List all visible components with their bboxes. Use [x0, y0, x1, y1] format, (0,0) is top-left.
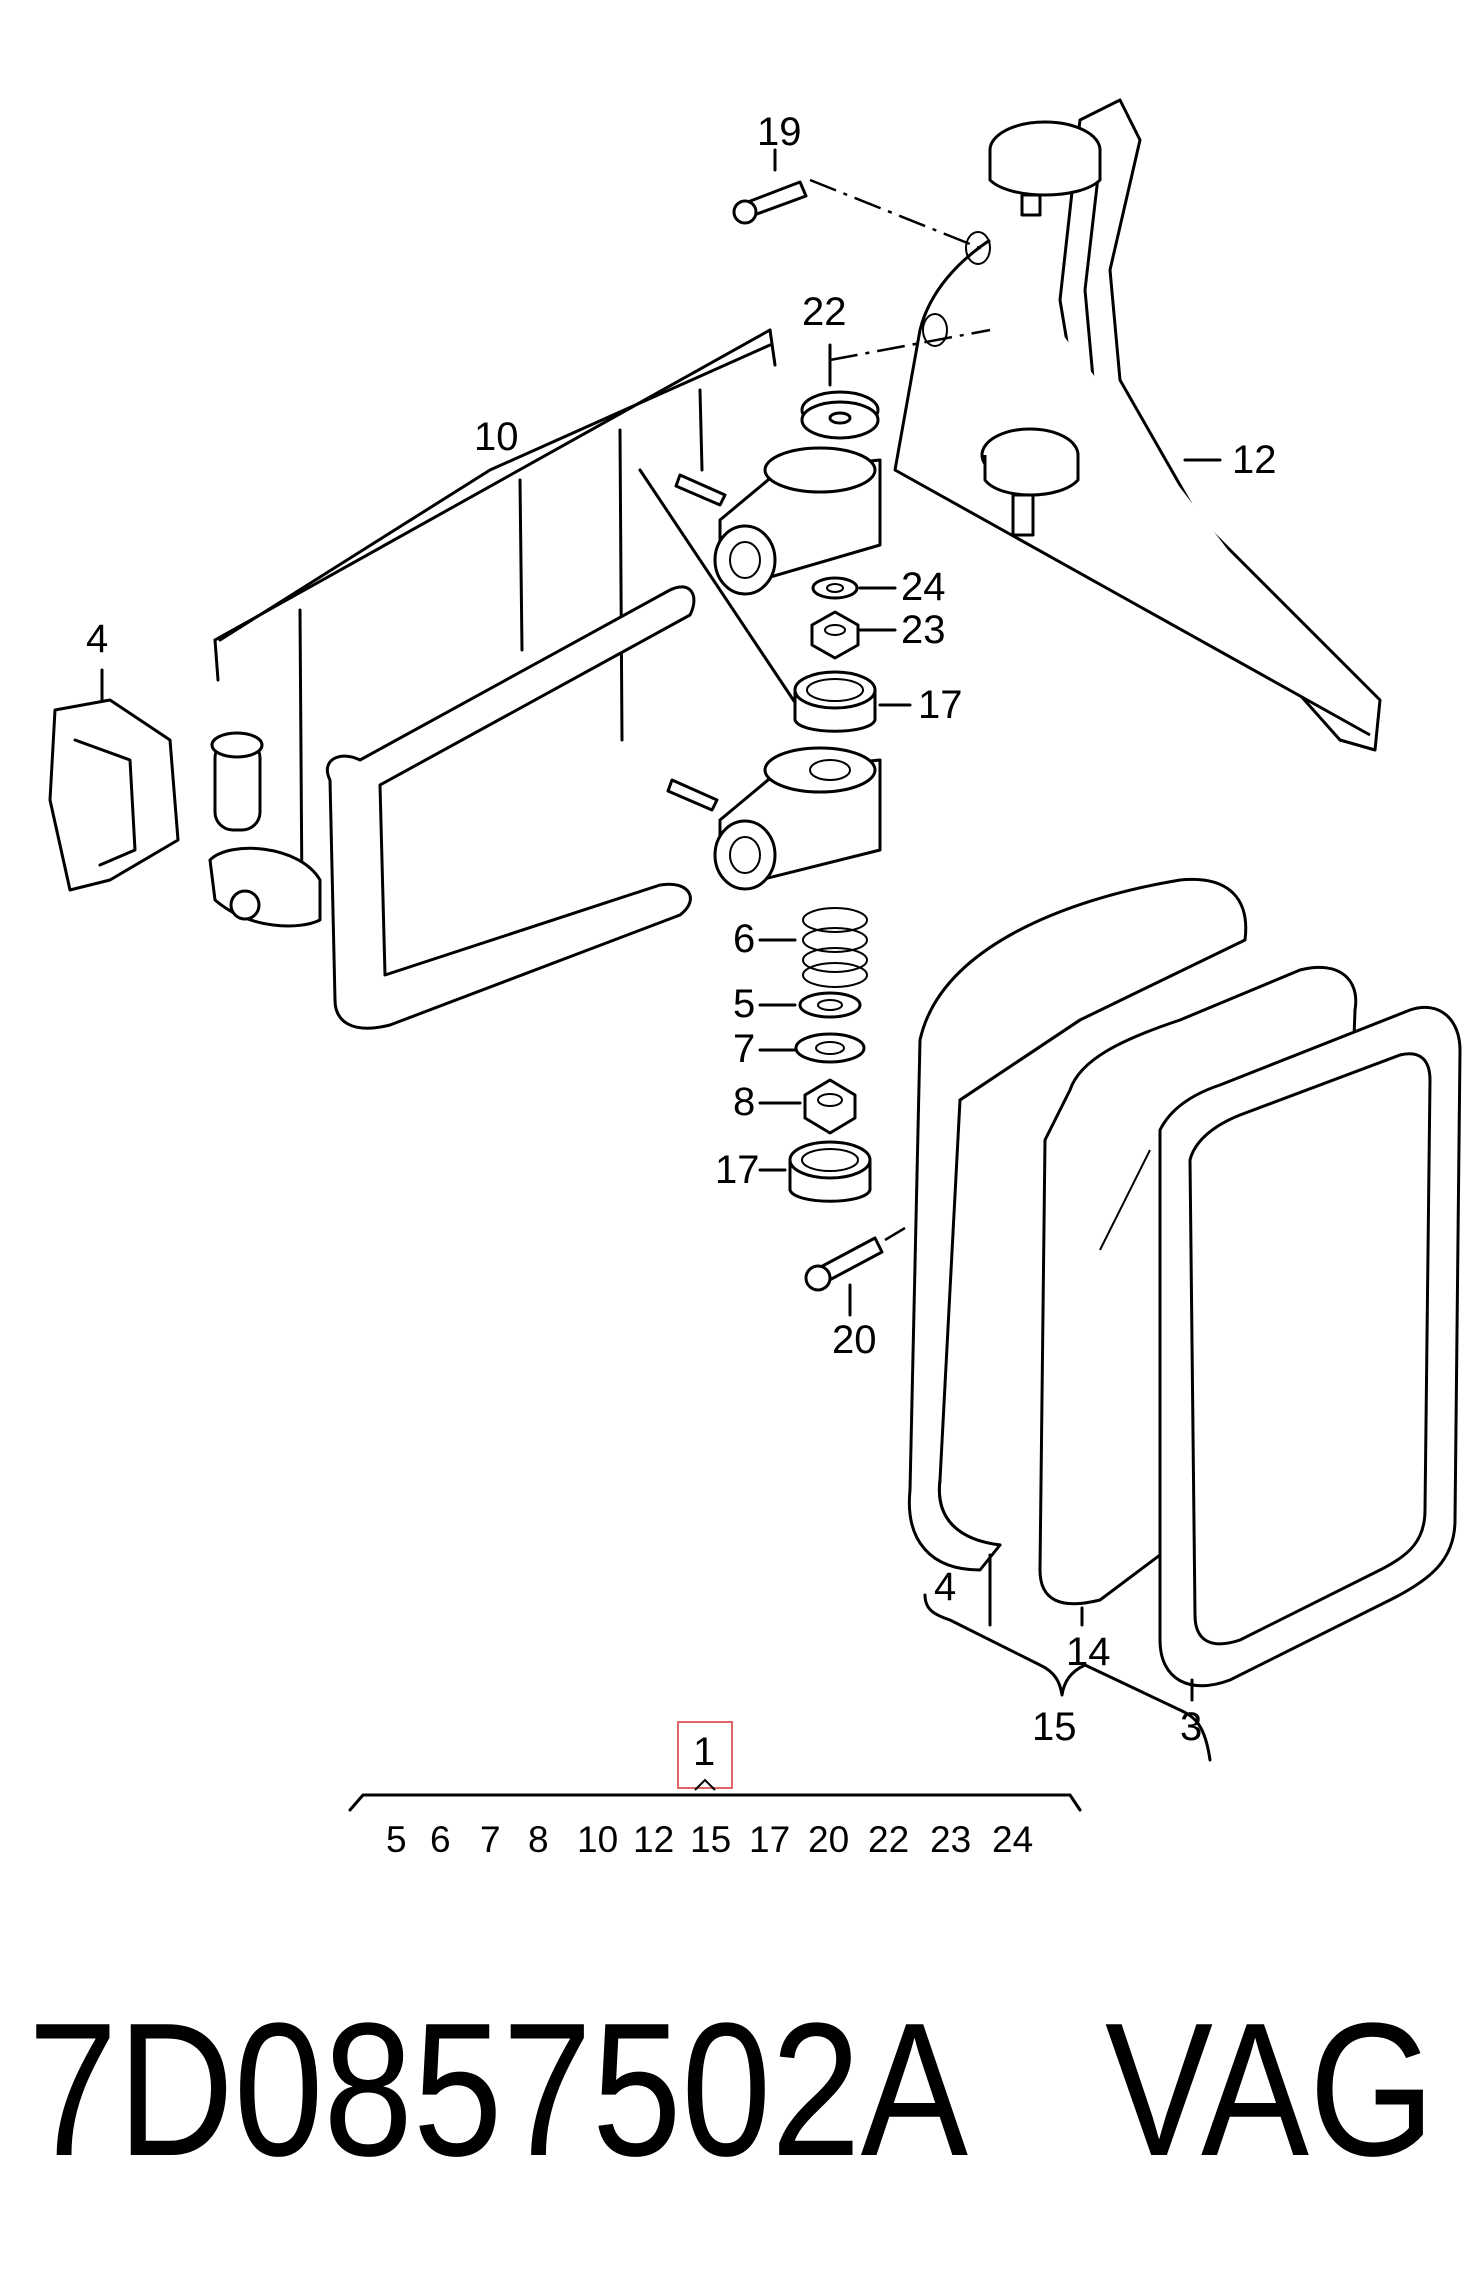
callout-1-caret	[694, 1778, 716, 1791]
callout-4-left: 4	[86, 617, 108, 661]
callout-4-right: 4	[934, 1565, 956, 1609]
index-number: 17	[749, 1819, 790, 1860]
index-number: 20	[808, 1819, 849, 1860]
clip-4	[48, 698, 180, 892]
mirror-frame-3	[1158, 1005, 1462, 1688]
callout-12: 12	[1232, 438, 1277, 482]
callout-14: 14	[1066, 1630, 1111, 1674]
callout-5: 5	[733, 982, 755, 1026]
index-number: 10	[577, 1819, 618, 1860]
index-number: 24	[992, 1819, 1033, 1860]
pivot-block-lower	[666, 746, 882, 891]
mirror-housing-4	[907, 877, 1248, 1572]
callout-24: 24	[901, 565, 946, 609]
grommet-17-upper	[793, 670, 877, 733]
callout-10: 10	[474, 415, 519, 459]
tube-frame	[325, 585, 696, 1030]
grommet-17-lower	[788, 1140, 872, 1203]
callout-17-upper: 17	[918, 683, 963, 727]
callout-17-lower: 17	[715, 1148, 760, 1192]
nut-23	[810, 610, 860, 660]
index-number: 7	[480, 1819, 501, 1860]
part-number: 7D0857502A	[28, 1984, 968, 2196]
leader-lines	[100, 148, 1222, 1812]
callout-3: 3	[1180, 1705, 1202, 1749]
callout-15: 15	[1032, 1705, 1077, 1749]
washer-24	[811, 576, 859, 600]
index-number: 22	[868, 1819, 909, 1860]
callout-19: 19	[757, 110, 802, 154]
bushing	[208, 731, 322, 928]
washer-7	[794, 1032, 866, 1064]
index-number: 23	[930, 1819, 971, 1860]
nut-8	[803, 1078, 857, 1135]
bolt-20	[804, 1226, 906, 1292]
index-number: 5	[386, 1819, 407, 1860]
callout-20: 20	[832, 1318, 877, 1362]
washer-5	[798, 991, 862, 1019]
callout-6: 6	[733, 917, 755, 961]
mirror-arm-12	[893, 98, 1382, 752]
screw-19	[732, 178, 991, 362]
brand-name: VAG	[1105, 1984, 1435, 2196]
index-number: 12	[633, 1819, 674, 1860]
callout-22: 22	[802, 290, 847, 334]
callout-7: 7	[733, 1027, 755, 1071]
mounting-frame-10	[213, 328, 802, 902]
callout-23: 23	[901, 608, 946, 652]
callout-8: 8	[733, 1080, 755, 1124]
washer-22	[800, 390, 880, 440]
spring-6	[802, 907, 868, 988]
callout-1: 1	[693, 1730, 715, 1774]
index-number: 8	[528, 1819, 549, 1860]
index-number: 15	[690, 1819, 731, 1860]
index-number: 6	[430, 1819, 451, 1860]
pivot-block-upper	[674, 446, 882, 596]
callout-1-highlight	[677, 1721, 733, 1789]
